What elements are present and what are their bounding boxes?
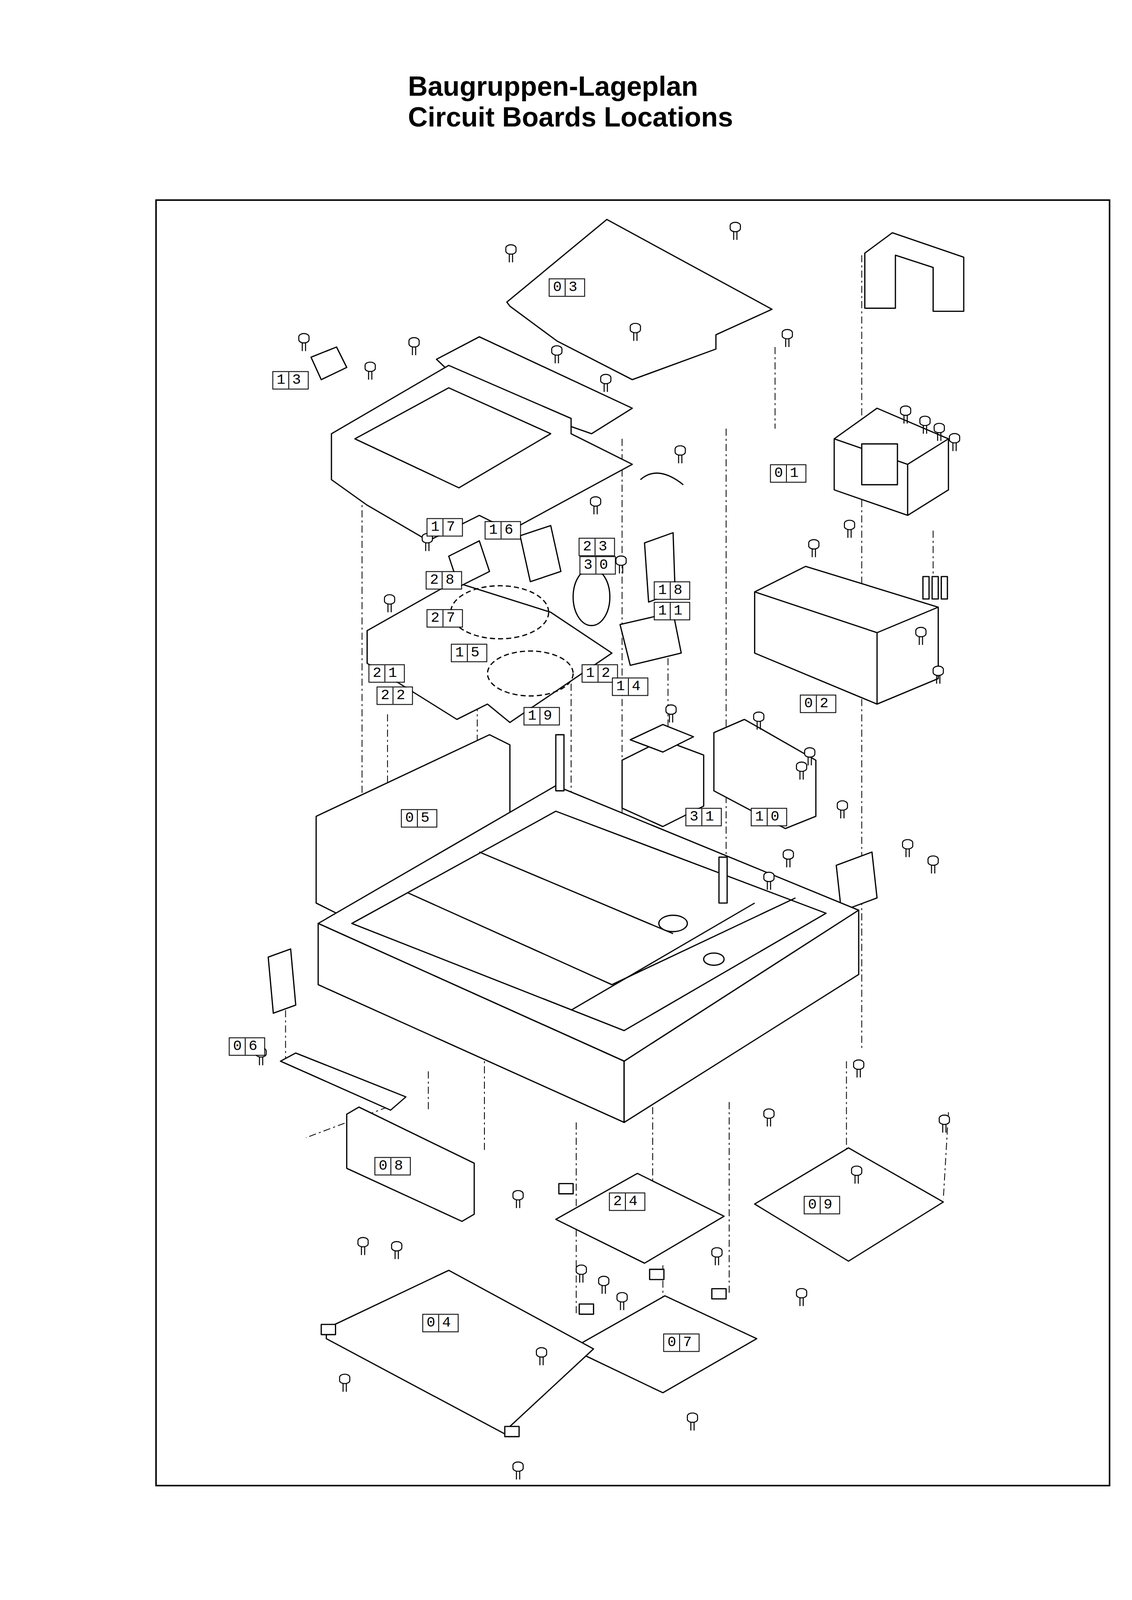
callout-number: 21 [368, 663, 405, 683]
circuit-board [346, 1106, 475, 1221]
callout-number: 04 [422, 1313, 459, 1332]
callout-number: 05 [401, 808, 438, 828]
callout-number: 10 [750, 807, 788, 826]
cover-cap [865, 232, 965, 312]
top-frame [331, 365, 633, 541]
assembly-lines [285, 222, 949, 1316]
power-bracket [754, 566, 939, 704]
circuit-board [507, 219, 773, 380]
callout-number: 14 [612, 677, 649, 696]
switch-board [836, 851, 877, 911]
callout-number: 28 [425, 570, 463, 590]
screws [255, 222, 960, 1479]
callout-number: 16 [484, 520, 522, 540]
frame-opening [354, 387, 551, 488]
callout-number: 01 [770, 463, 807, 483]
callout-number: 31 [685, 807, 722, 826]
bar-board [280, 1052, 407, 1110]
callout-number: 02 [800, 694, 837, 713]
circuit-board [713, 718, 816, 828]
circuit-board [268, 948, 296, 1013]
chassis-side [624, 909, 859, 1123]
transformer [834, 407, 949, 516]
callout-number: 17 [426, 517, 464, 537]
callout-number: 15 [451, 643, 488, 662]
callout-number: 11 [653, 601, 691, 620]
callout-number: 07 [663, 1332, 700, 1352]
circuit-board [571, 1295, 757, 1393]
circuit-board [754, 1147, 944, 1261]
callout-number: 18 [653, 580, 691, 600]
circuit-board [326, 1269, 594, 1437]
callout-number: 27 [426, 608, 464, 628]
callout-number: 24 [609, 1191, 646, 1211]
callout-number: 09 [803, 1195, 841, 1214]
shield [630, 724, 694, 752]
frame-border [155, 199, 1110, 1485]
callout-number: 03 [548, 278, 586, 297]
callout-number: 22 [376, 686, 414, 705]
callout-number: 19 [523, 706, 561, 725]
callout-number: 08 [374, 1156, 411, 1175]
page-title: Baugruppen-Lageplan Circuit Boards Locat… [407, 71, 767, 133]
bracket [310, 346, 347, 380]
callout-number: 30 [579, 555, 616, 575]
callout-number: 06 [228, 1036, 266, 1056]
callout-number: 23 [578, 537, 616, 556]
circuit-board [555, 1173, 725, 1263]
motor [520, 525, 561, 582]
callout-number: 13 [272, 370, 309, 390]
